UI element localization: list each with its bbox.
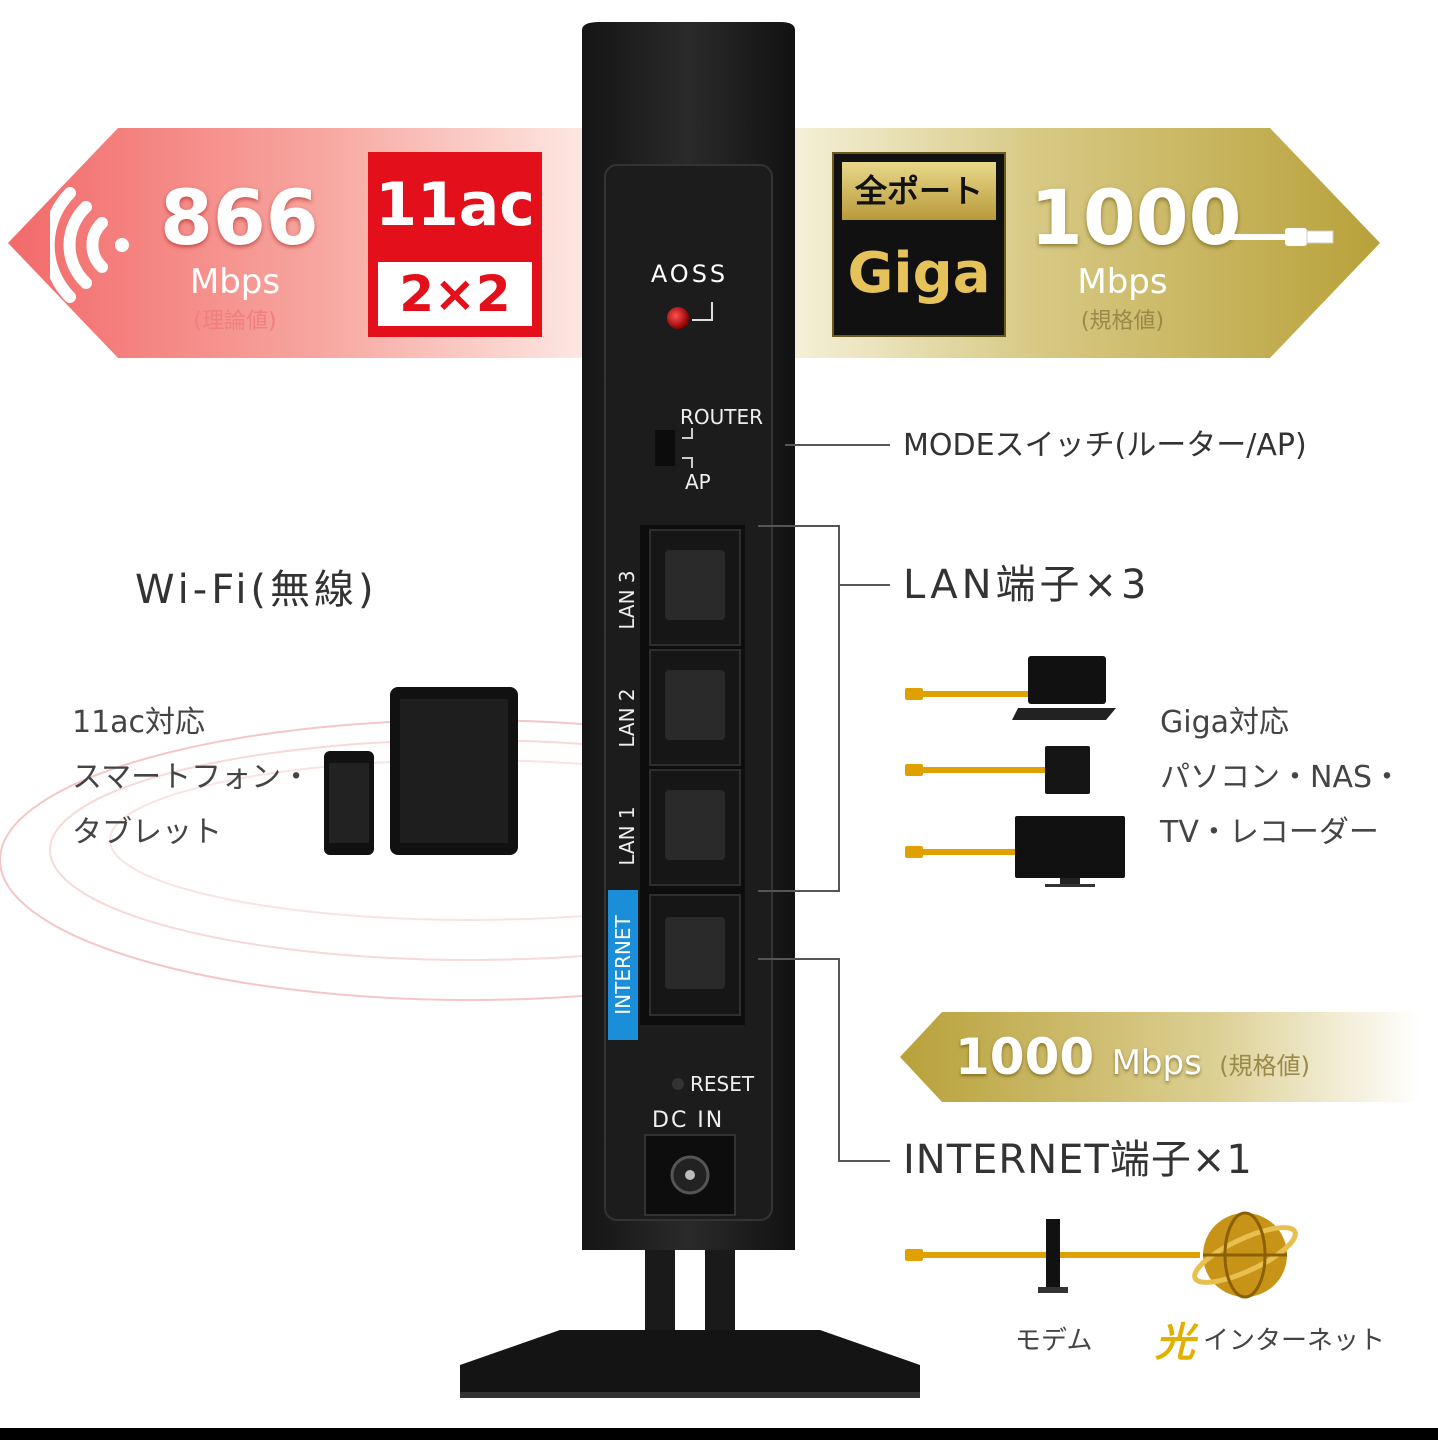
- laptop-icon: [1012, 656, 1116, 720]
- internet-speed-note: (規格値): [1219, 1052, 1310, 1080]
- giga-badge: 全ポート Giga: [832, 152, 1006, 337]
- modem-icon: [1038, 1219, 1068, 1293]
- giga-devices-line: TV・レコーダー: [1160, 815, 1379, 850]
- mode-callout-line: [785, 444, 890, 446]
- nas-icon: [1045, 746, 1090, 794]
- lan-callout-line: [840, 584, 890, 586]
- wifi-devices-line: 11ac対応: [72, 705, 206, 740]
- wifi-title: Wi-Fi(無線): [135, 567, 378, 613]
- lan3-port-label: LAN 3: [615, 570, 639, 630]
- giga-devices-line: パソコン・NAS・: [1160, 760, 1403, 795]
- internet-port-callout: INTERNET端子×1: [903, 1137, 1253, 1183]
- lan-cable-icon: [1215, 228, 1334, 246]
- modem-label: モデム: [1015, 1326, 1093, 1356]
- giga-label: Giga: [847, 241, 991, 306]
- wired-speed-value: 1000: [1030, 173, 1242, 262]
- lan1-port-label: LAN 1: [615, 806, 639, 866]
- wired-speed-unit: Mbps: [1077, 262, 1168, 302]
- mobile-device-icons: [324, 687, 518, 855]
- cable-icon: [905, 764, 1048, 776]
- internet-line-h2: [838, 1160, 890, 1162]
- reset-label: RESET: [690, 1072, 755, 1096]
- 11ac-badge: 11ac 2×2: [368, 152, 542, 337]
- 2x2-badge-label: 2×2: [378, 262, 532, 326]
- ap-mode-label: AP: [685, 470, 711, 494]
- bottom-border: [0, 1428, 1438, 1440]
- internet-speed-banner: [900, 1012, 1420, 1102]
- internet-port-label: INTERNET: [608, 890, 638, 1040]
- internet-chain-icons: [905, 1211, 1298, 1299]
- all-port-label: 全ポート: [842, 162, 996, 220]
- mode-switch-callout: MODEスイッチ(ルーター/AP): [903, 428, 1307, 463]
- wifi-devices-line: タブレット: [72, 815, 222, 850]
- smartphone-icon: [324, 751, 374, 855]
- wifi-devices-line: スマートフォン・: [72, 760, 312, 795]
- giga-devices-text: Giga対応 パソコン・NAS・ TV・レコーダー: [1160, 695, 1402, 860]
- cable-icon: [905, 1249, 1048, 1261]
- tablet-icon: [390, 687, 518, 855]
- lan2-port-label: LAN 2: [615, 688, 639, 748]
- internet-line-v: [838, 958, 840, 1162]
- cable-icon: [905, 846, 1018, 858]
- wifi-speed-value: 866: [160, 173, 319, 262]
- internet-speed-value: 1000: [955, 1028, 1095, 1086]
- globe-icon: [1192, 1211, 1298, 1299]
- cable-icon: [905, 688, 1028, 700]
- wired-speed-note: (規格値): [1080, 309, 1165, 334]
- router-mode-label: ROUTER: [680, 405, 764, 429]
- internet-speed-unit: Mbps: [1111, 1043, 1202, 1083]
- wifi-speed-note: (理論値): [193, 309, 277, 334]
- internet-line-h1: [758, 958, 840, 960]
- internet-label: インターネット: [1203, 1326, 1386, 1356]
- lan-port-callout: LAN端子×3: [903, 562, 1151, 608]
- lan-bracket-bottom: [758, 890, 840, 892]
- aoss-label: AOSS: [650, 260, 729, 288]
- hikari-label: 光: [1155, 1320, 1195, 1366]
- internet-speed-text: 1000 Mbps (規格値): [955, 1026, 1310, 1097]
- tv-icon: [1015, 816, 1125, 887]
- 11ac-badge-label: 11ac: [375, 170, 535, 240]
- lan-device-icons: [905, 656, 1125, 887]
- wifi-speed-unit: Mbps: [189, 262, 281, 302]
- dc-in-label: DC IN: [652, 1108, 725, 1133]
- giga-devices-line: Giga対応: [1160, 705, 1290, 740]
- wifi-icon: [50, 187, 129, 303]
- lan-bracket-vertical: [838, 525, 840, 892]
- wifi-devices-text: 11ac対応 スマートフォン・ タブレット: [72, 695, 311, 860]
- lan-bracket-top: [758, 525, 840, 527]
